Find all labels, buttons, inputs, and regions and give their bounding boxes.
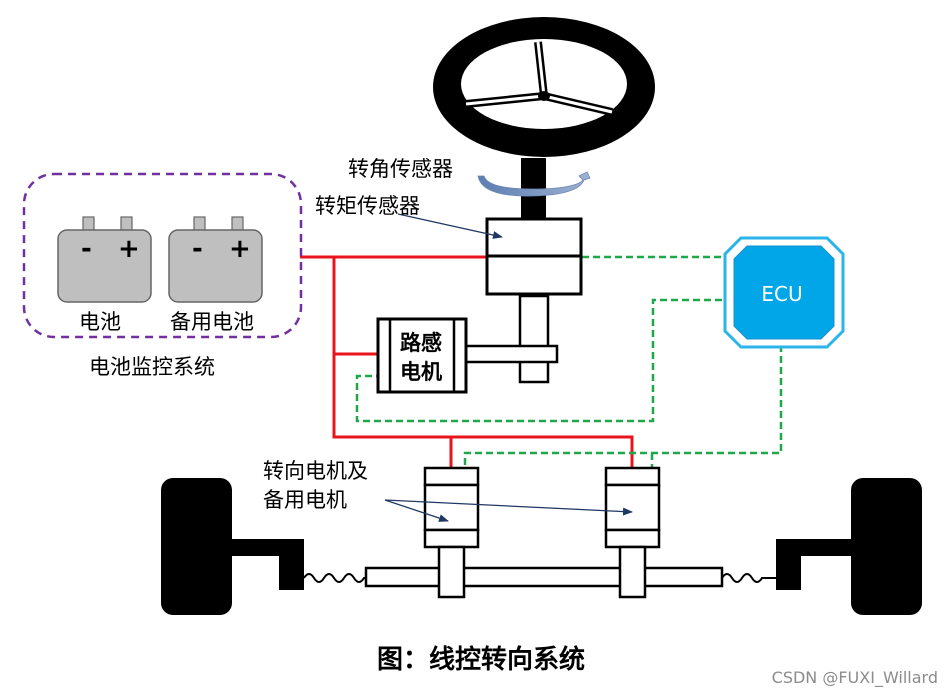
road-feel-motor-shaft — [464, 344, 559, 364]
battery-monitor-system-label: 电池监控系统 — [89, 355, 215, 379]
torque-sensor-label: 转矩传感器 — [315, 194, 420, 218]
left-wheel — [161, 478, 304, 615]
ecu-label: ECU — [761, 282, 802, 306]
backup-battery — [168, 216, 263, 303]
steering-motor-label-line2: 备用电机 — [263, 488, 347, 512]
steering-shaft — [518, 294, 550, 384]
figure-caption: 图：线控转向系统 — [377, 644, 585, 675]
backup-battery-plus-sign: + — [229, 234, 251, 264]
right-spring — [721, 573, 776, 583]
steering-motor-left — [423, 466, 480, 599]
torque-sensor-block — [485, 217, 583, 296]
backup-battery-label: 备用电池 — [170, 310, 254, 334]
battery-minus-sign: - — [81, 234, 92, 264]
road-feel-motor-label-line1: 路感 — [400, 331, 442, 355]
road-feel-motor — [376, 317, 468, 394]
battery-monitor-box — [22, 172, 303, 339]
steering-wheel — [433, 17, 655, 157]
rotation-arrow-icon — [477, 171, 591, 197]
road-feel-motor-label-line2: 电机 — [400, 360, 442, 384]
battery — [57, 216, 152, 303]
left-spring — [303, 573, 366, 583]
pointer-arrows — [384, 213, 633, 522]
right-wheel — [776, 478, 922, 615]
steering-rack — [364, 566, 724, 588]
steering-angle-sensor-label: 转角传感器 — [348, 157, 453, 181]
steering-motor-label-line1: 转向电机及 — [263, 459, 368, 483]
steering-motor-right — [604, 466, 661, 599]
signal-lines — [355, 255, 783, 468]
battery-label: 电池 — [79, 310, 121, 334]
backup-battery-minus-sign: - — [192, 234, 203, 264]
watermark: CSDN @FUXI_Willard — [772, 668, 938, 688]
ecu-block — [723, 236, 845, 349]
battery-plus-sign: + — [118, 234, 140, 264]
